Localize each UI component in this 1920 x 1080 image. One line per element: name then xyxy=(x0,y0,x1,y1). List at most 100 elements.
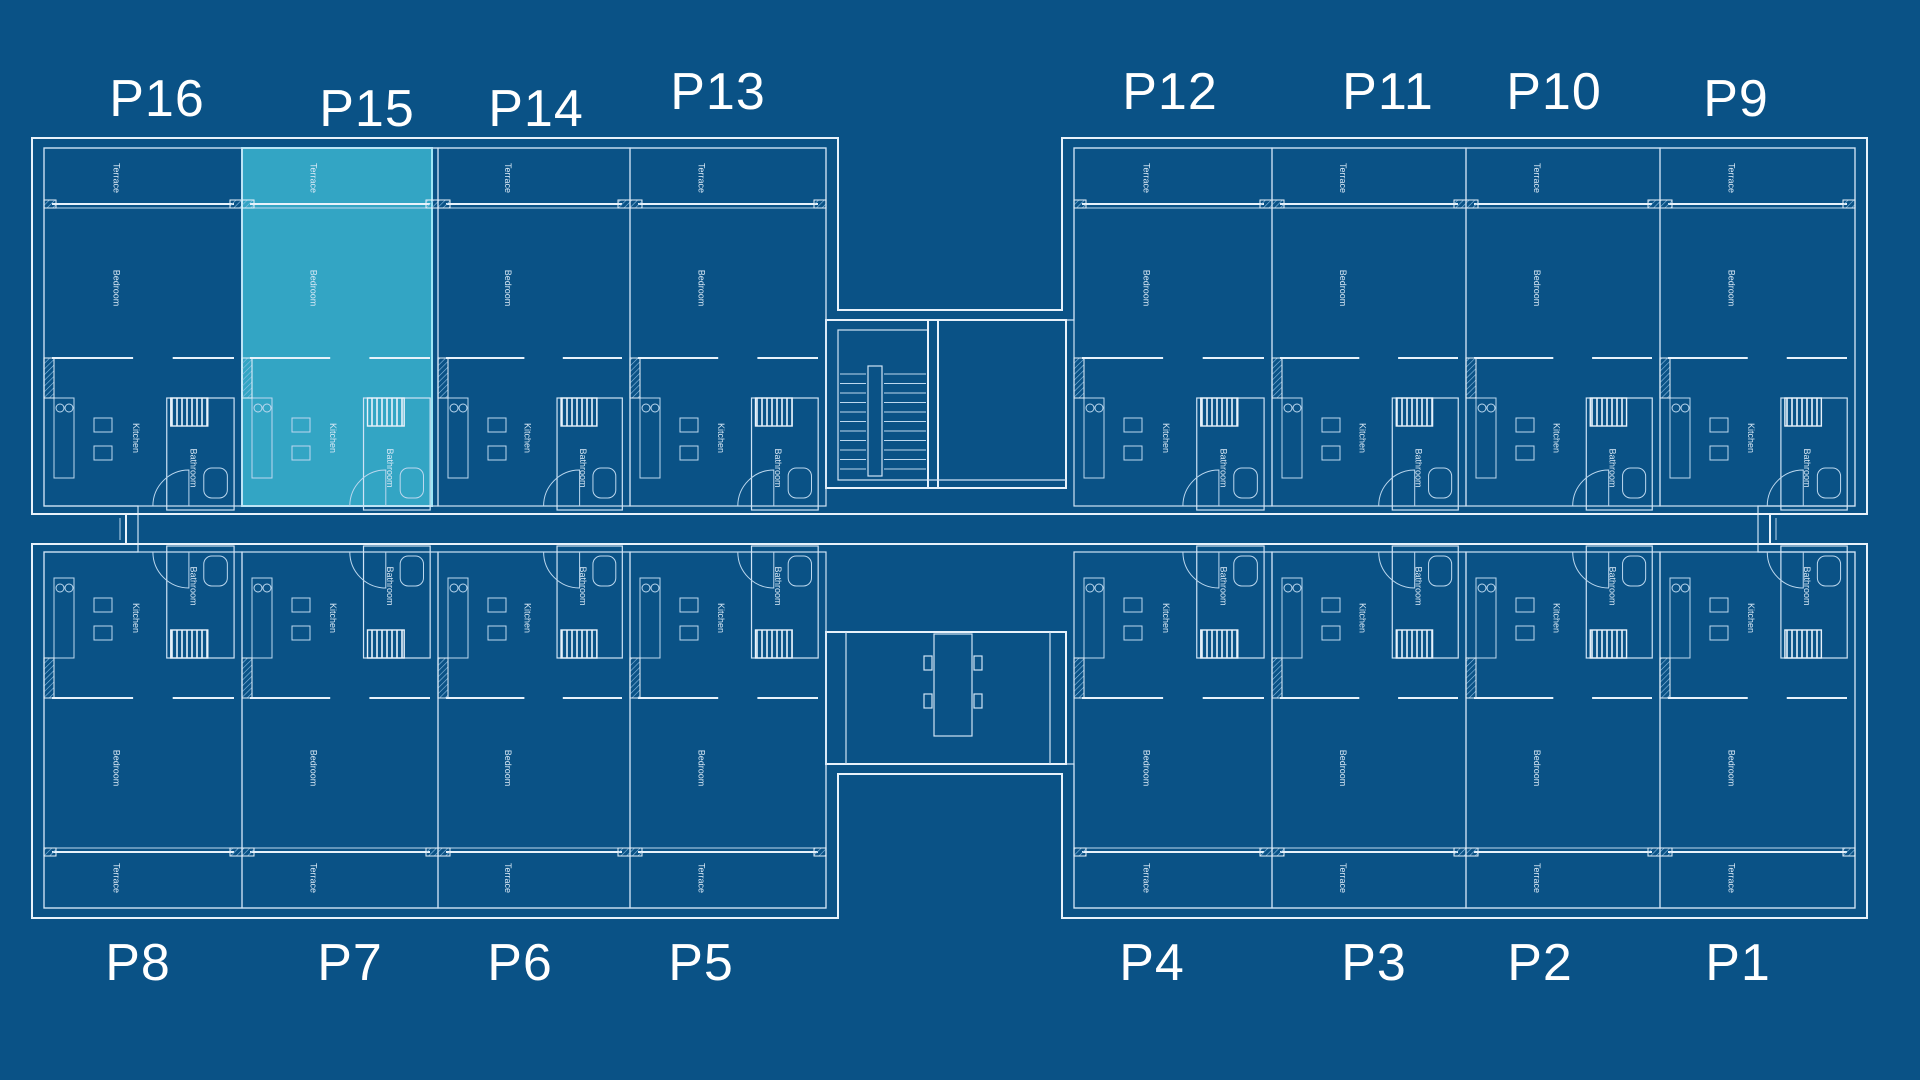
room-label-bathroom: Bathroom xyxy=(578,448,588,487)
room-label-bedroom: Bedroom xyxy=(503,270,513,307)
room-label-kitchen: Kitchen xyxy=(328,423,338,453)
room-label-kitchen: Kitchen xyxy=(1551,603,1561,633)
unit-p6[interactable]: Terrace Bedroom Kitchen Bathroom xyxy=(437,545,631,909)
room-label-terrace: Terrace xyxy=(697,863,707,893)
unit-p2[interactable]: Terrace Bedroom Kitchen Bathroom xyxy=(1465,545,1661,909)
unit-label-p10[interactable]: P10 xyxy=(1506,63,1602,121)
room-label-terrace: Terrace xyxy=(1141,163,1151,193)
room-label-terrace: Terrace xyxy=(309,863,319,893)
room-label-bathroom: Bathroom xyxy=(1802,448,1812,487)
room-label-bedroom: Bedroom xyxy=(309,750,319,787)
room-label-terrace: Terrace xyxy=(503,163,513,193)
room-label-terrace: Terrace xyxy=(1726,863,1736,893)
room-label-kitchen: Kitchen xyxy=(1161,603,1171,633)
room-label-bedroom: Bedroom xyxy=(1141,270,1151,307)
room-label-bedroom: Bedroom xyxy=(1726,750,1736,787)
room-label-bedroom: Bedroom xyxy=(1532,750,1542,787)
room-label-bedroom: Bedroom xyxy=(111,750,121,787)
unit-label-p9[interactable]: P9 xyxy=(1703,70,1769,128)
unit-label-p8[interactable]: P8 xyxy=(105,934,171,992)
unit-p7[interactable]: Terrace Bedroom Kitchen Bathroom xyxy=(241,545,439,909)
room-label-bedroom: Bedroom xyxy=(1726,270,1736,307)
room-label-terrace: Terrace xyxy=(309,163,319,193)
unit-label-p12[interactable]: P12 xyxy=(1122,63,1218,121)
room-label-bathroom: Bathroom xyxy=(1802,566,1812,605)
unit-label-p4[interactable]: P4 xyxy=(1119,934,1185,992)
room-label-bathroom: Bathroom xyxy=(1607,448,1617,487)
room-label-bathroom: Bathroom xyxy=(385,566,395,605)
room-label-terrace: Terrace xyxy=(503,863,513,893)
room-label-bathroom: Bathroom xyxy=(1413,566,1423,605)
room-label-bathroom: Bathroom xyxy=(1413,448,1423,487)
lounge-table xyxy=(933,633,973,737)
room-label-terrace: Terrace xyxy=(111,863,121,893)
unit-p4[interactable]: Terrace Bedroom Kitchen Bathroom xyxy=(1073,545,1273,909)
unit-label-p16[interactable]: P16 xyxy=(109,70,205,128)
room-label-bathroom: Bathroom xyxy=(773,448,783,487)
room-label-kitchen: Kitchen xyxy=(328,603,338,633)
room-label-bathroom: Bathroom xyxy=(1218,448,1228,487)
room-label-bathroom: Bathroom xyxy=(578,566,588,605)
unit-label-p6[interactable]: P6 xyxy=(487,934,553,992)
room-label-terrace: Terrace xyxy=(1141,863,1151,893)
room-label-bedroom: Bedroom xyxy=(697,750,707,787)
room-label-bathroom: Bathroom xyxy=(1218,566,1228,605)
room-label-kitchen: Kitchen xyxy=(1746,423,1756,453)
unit-label-p14[interactable]: P14 xyxy=(488,80,584,138)
room-label-bedroom: Bedroom xyxy=(1141,750,1151,787)
room-label-kitchen: Kitchen xyxy=(131,423,141,453)
room-label-kitchen: Kitchen xyxy=(716,423,726,453)
unit-p8[interactable]: Terrace Bedroom Kitchen Bathroom xyxy=(43,545,243,909)
room-label-terrace: Terrace xyxy=(1338,863,1348,893)
corridor-walls xyxy=(119,513,1777,545)
room-label-bedroom: Bedroom xyxy=(1338,270,1348,307)
room-label-bedroom: Bedroom xyxy=(1338,750,1348,787)
room-label-terrace: Terrace xyxy=(1532,863,1542,893)
room-label-terrace: Terrace xyxy=(1338,163,1348,193)
room-label-bathroom: Bathroom xyxy=(1607,566,1617,605)
room-label-kitchen: Kitchen xyxy=(131,603,141,633)
unit-label-p15[interactable]: P15 xyxy=(319,80,415,138)
room-label-kitchen: Kitchen xyxy=(522,423,532,453)
room-label-bedroom: Bedroom xyxy=(1532,270,1542,307)
room-label-terrace: Terrace xyxy=(1532,163,1542,193)
room-label-terrace: Terrace xyxy=(697,163,707,193)
room-label-bathroom: Bathroom xyxy=(773,566,783,605)
unit-label-p1[interactable]: P1 xyxy=(1705,934,1771,992)
room-label-bedroom: Bedroom xyxy=(697,270,707,307)
unit-p3[interactable]: Terrace Bedroom Kitchen Bathroom xyxy=(1271,545,1467,909)
stair-core xyxy=(825,319,1067,489)
unit-label-p5[interactable]: P5 xyxy=(668,934,734,992)
room-label-kitchen: Kitchen xyxy=(1357,423,1367,453)
room-label-bathroom: Bathroom xyxy=(188,448,198,487)
room-label-kitchen: Kitchen xyxy=(1746,603,1756,633)
unit-p1[interactable]: Terrace Bedroom Kitchen Bathroom xyxy=(1659,545,1856,909)
room-label-terrace: Terrace xyxy=(1726,163,1736,193)
unit-label-p7[interactable]: P7 xyxy=(317,934,383,992)
room-label-bedroom: Bedroom xyxy=(503,750,513,787)
room-label-bedroom: Bedroom xyxy=(111,270,121,307)
room-label-kitchen: Kitchen xyxy=(522,603,532,633)
unit-p5[interactable]: Terrace Bedroom Kitchen Bathroom xyxy=(629,545,827,909)
unit-label-p13[interactable]: P13 xyxy=(670,63,766,121)
unit-label-p2[interactable]: P2 xyxy=(1507,934,1573,992)
room-label-kitchen: Kitchen xyxy=(1357,603,1367,633)
room-label-kitchen: Kitchen xyxy=(716,603,726,633)
room-label-kitchen: Kitchen xyxy=(1551,423,1561,453)
room-label-bathroom: Bathroom xyxy=(188,566,198,605)
room-label-bedroom: Bedroom xyxy=(309,270,319,307)
room-label-bathroom: Bathroom xyxy=(385,448,395,487)
unit-label-p11[interactable]: P11 xyxy=(1342,63,1434,121)
room-label-terrace: Terrace xyxy=(111,163,121,193)
unit-label-p3[interactable]: P3 xyxy=(1341,934,1407,992)
